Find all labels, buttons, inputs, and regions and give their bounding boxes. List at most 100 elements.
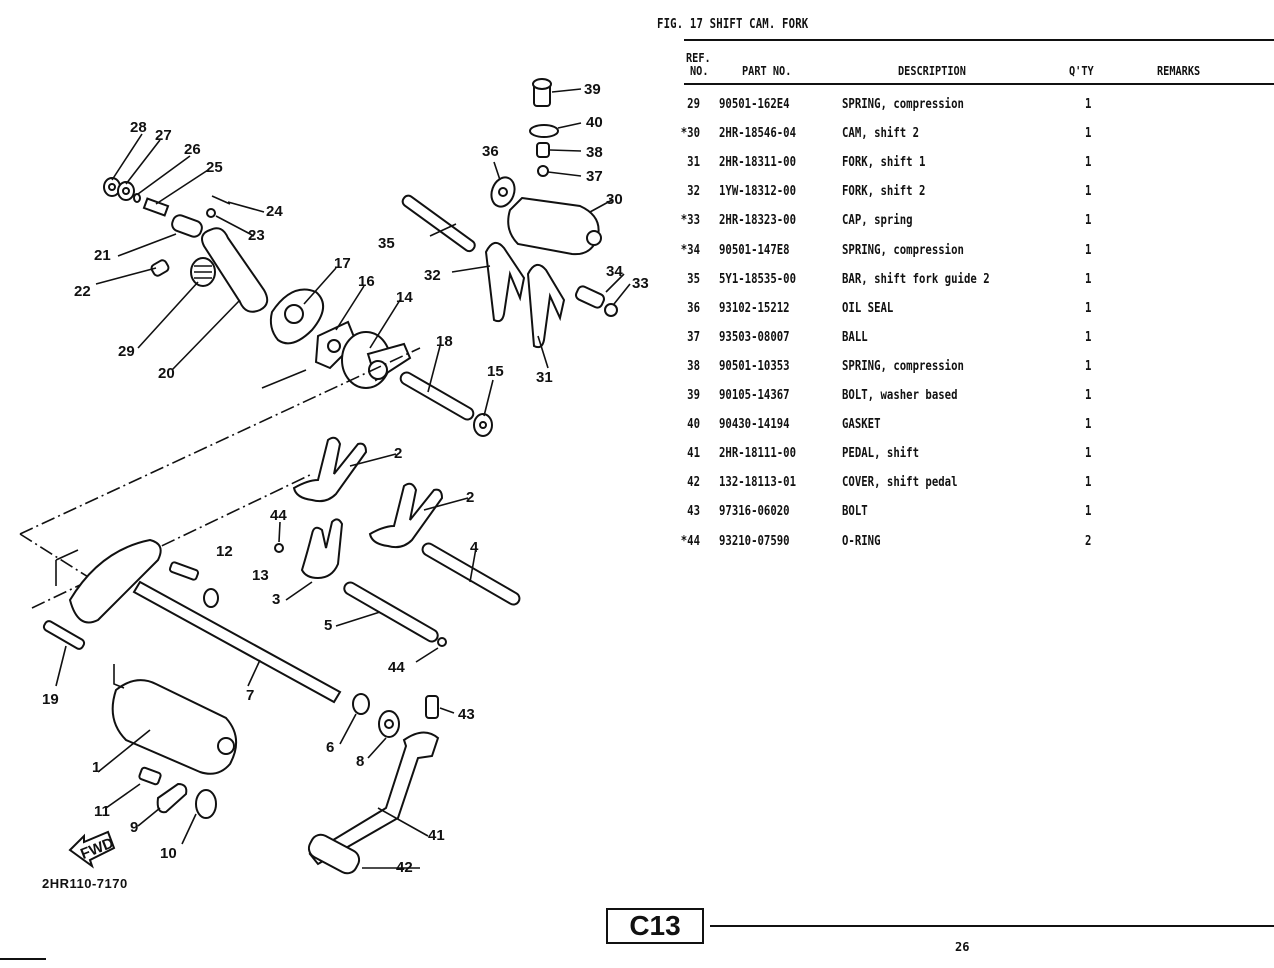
callout-40: 40 <box>586 114 603 131</box>
description: SPRING, compression <box>842 97 964 112</box>
callout-26: 26 <box>184 141 201 158</box>
part-31-fork <box>526 263 566 349</box>
part-40-gasket <box>529 124 559 138</box>
ref-no: *44 <box>680 533 700 549</box>
callout-14: 14 <box>396 289 413 306</box>
ref-no: *33 <box>680 213 700 229</box>
description: FORK, shift 2 <box>842 184 926 200</box>
part-33-cap <box>604 303 618 317</box>
part-number: 2HR-18546-04 <box>719 126 797 142</box>
part-15-washer <box>473 413 493 437</box>
quantity: 1 <box>1085 184 1092 200</box>
part-1-shift-drum <box>111 679 237 775</box>
part-3-fork <box>300 518 344 580</box>
callout-33: 33 <box>632 275 649 292</box>
description: GASKET <box>842 417 881 433</box>
ref-no: 38 <box>687 358 700 374</box>
callout-31: 31 <box>536 369 553 386</box>
part-number: 93210-07590 <box>719 533 790 549</box>
ref-no: 31 <box>687 155 700 171</box>
callout-11: 11 <box>94 803 110 820</box>
part-21-pin-holder <box>171 214 203 238</box>
part-number: 2HR-18323-00 <box>719 213 797 229</box>
page-code-box: C13 <box>606 908 704 944</box>
part-36-oil-seal <box>490 176 516 208</box>
part-44-oring-b <box>437 637 447 647</box>
callout-7: 7 <box>246 687 254 704</box>
ref-no: 32 <box>687 184 700 200</box>
ref-no: 42 <box>687 475 700 491</box>
part-number: 93503-08007 <box>719 329 790 345</box>
ref-no: 29 <box>687 97 700 112</box>
part-22-pin <box>150 259 170 277</box>
table-row: 38 90501-10353 SPRING, compression 1 <box>0 359 1274 379</box>
part-42-pedal-cover <box>307 833 361 875</box>
part-number: 2HR-18111-00 <box>719 446 797 462</box>
ref-no: 40 <box>687 417 700 433</box>
callout-13: 13 <box>252 567 269 584</box>
part-number: 93102-15212 <box>719 300 790 316</box>
quantity: 1 <box>1085 417 1092 433</box>
part-2-fork-lower <box>368 482 444 549</box>
part-9-plate <box>156 782 188 814</box>
part-37-ball <box>537 165 549 177</box>
callout-16: 16 <box>358 273 375 290</box>
quantity: 1 <box>1085 213 1092 229</box>
quantity: 1 <box>1085 358 1092 374</box>
part-18-pin <box>399 371 475 421</box>
part-number: 90501-147E8 <box>719 242 790 258</box>
ref-no: 37 <box>687 329 700 345</box>
callout-22: 22 <box>74 283 91 300</box>
callout-20: 20 <box>158 365 175 382</box>
callout-8: 8 <box>356 753 364 770</box>
callout-5: 5 <box>324 617 332 634</box>
part-17-plate <box>269 288 324 345</box>
description: BAR, shift fork guide 2 <box>842 271 990 287</box>
header-ref-line1: REF. <box>686 50 711 65</box>
callout-44: 44 <box>270 507 287 524</box>
header-qty: Q'TY <box>1069 63 1094 78</box>
callout-39: 39 <box>584 81 601 98</box>
part-11-bolt <box>138 766 162 786</box>
description: BALL <box>842 329 868 345</box>
part-number: 5Y1-18535-00 <box>719 271 797 287</box>
quantity: 1 <box>1085 271 1092 287</box>
callout-19: 19 <box>42 691 59 708</box>
part-number: 90501-10353 <box>719 358 790 374</box>
quantity: 1 <box>1085 475 1092 491</box>
footer-rule <box>710 925 1274 927</box>
part-27-washer <box>117 181 135 201</box>
part-38-spring <box>536 142 550 158</box>
header-remarks: REMARKS <box>1157 63 1201 78</box>
callout-1: 1 <box>92 759 100 776</box>
callout-27: 27 <box>155 127 172 144</box>
callout-3: 3 <box>272 591 280 608</box>
ref-no: 35 <box>687 271 700 287</box>
callout-18: 18 <box>436 333 453 350</box>
description: CAM, shift 2 <box>842 126 920 142</box>
part-30-shift-cam <box>507 196 602 256</box>
callout-25: 25 <box>206 159 223 176</box>
description: PEDAL, shift <box>842 446 920 462</box>
quantity: 1 <box>1085 155 1092 171</box>
callout-28: 28 <box>130 119 147 136</box>
part-34-spring <box>574 285 606 309</box>
table-header-rule <box>684 83 1274 85</box>
ref-no: 39 <box>687 388 700 403</box>
part-32-fork <box>484 241 526 323</box>
description: SPRING, compression <box>842 358 964 374</box>
part-23-clip <box>206 208 216 218</box>
header-description: DESCRIPTION <box>898 63 966 78</box>
callout-2: 2 <box>466 489 474 506</box>
quantity: 1 <box>1085 97 1092 112</box>
quantity: 1 <box>1085 242 1092 258</box>
ref-no: *34 <box>680 242 700 258</box>
leader-lines <box>55 88 631 869</box>
callout-2: 2 <box>394 445 402 462</box>
